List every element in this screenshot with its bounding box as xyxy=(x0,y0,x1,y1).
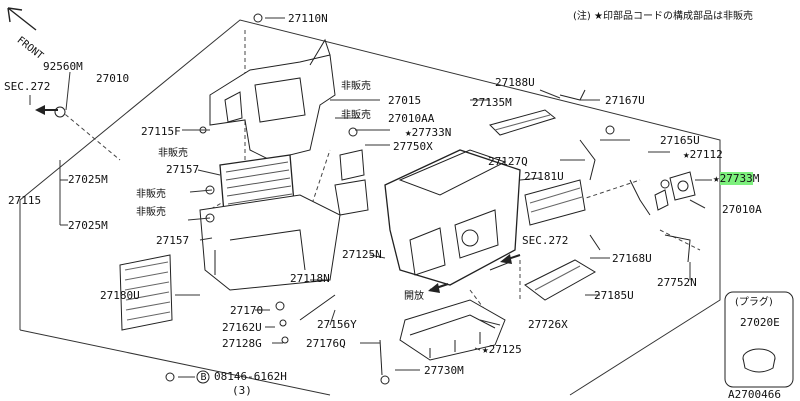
label-27181U: 27181U xyxy=(524,170,564,183)
direction-arrows xyxy=(35,105,521,293)
highlighted-part-number: 27733 xyxy=(719,172,753,185)
blower-case-part xyxy=(384,149,521,286)
label-27015: 27015 xyxy=(388,94,422,107)
label-27125N: 27125N xyxy=(342,248,382,261)
label-27157-upper: 27157 xyxy=(166,163,200,176)
label-27110N: 27110N xyxy=(288,12,328,25)
label-27156Y: 27156Y xyxy=(317,318,357,331)
label-27157-lower: 27157 xyxy=(156,234,190,247)
label-27010: 27010 xyxy=(96,72,130,85)
label-92560M: 92560M xyxy=(43,60,83,73)
actuator-part xyxy=(334,127,369,216)
upper-duct-part xyxy=(209,38,336,161)
label-27025M-lower: 27025M xyxy=(68,219,108,232)
door-flap-lower-part xyxy=(524,259,596,301)
label-27730M: 27730M xyxy=(424,364,464,377)
assembly-frame xyxy=(19,19,721,396)
label-27010A: 27010A xyxy=(722,203,762,216)
screw-fasteners xyxy=(54,13,670,385)
label-08146-6162H: 08146-6162H xyxy=(214,370,287,383)
label-not-for-sale-4: 非販売 xyxy=(136,189,166,200)
label-27170: 27170 xyxy=(230,304,264,317)
label-27752N: 27752N xyxy=(657,276,697,289)
filter-part xyxy=(119,254,173,331)
label-27188U: 27188U xyxy=(495,76,535,89)
label-sec272-right: SEC.272 xyxy=(522,234,569,247)
label-27165U: 27165U xyxy=(660,134,700,147)
label-27020E: 27020E xyxy=(740,316,780,329)
label-27127Q: 27127Q xyxy=(488,155,528,168)
lower-tray-part xyxy=(399,299,506,361)
note-text: (注) ★印部品コードの構成部品は非販売 xyxy=(573,11,753,22)
bolt-mark-icon xyxy=(196,370,210,384)
label-27125: ★27125 xyxy=(482,343,522,356)
label-not-for-sale-2: 非販売 xyxy=(341,110,371,121)
label-27733N: ★27733N xyxy=(405,126,452,139)
door-flap-middle-part xyxy=(524,179,586,226)
label-27168U: 27168U xyxy=(612,252,652,265)
label-27726X: 27726X xyxy=(528,318,568,331)
label-27115F: 27115F xyxy=(141,125,181,138)
label-27180U: 27180U xyxy=(100,289,140,302)
label-27010AA: 27010AA xyxy=(388,112,435,125)
bolt-mark-letter: B xyxy=(200,372,207,383)
label-not-for-sale-1: 非販売 xyxy=(341,81,371,92)
part-leader-lines xyxy=(29,17,712,378)
star-mark: ★ xyxy=(713,172,720,185)
door-flap-upper-part xyxy=(489,109,557,136)
label-27128G: 27128G xyxy=(222,337,262,350)
reference-code: A2700466 xyxy=(728,388,781,401)
label-27185U: 27185U xyxy=(594,289,634,302)
label-27115: 27115 xyxy=(8,194,42,207)
label-27025M-upper: 27025M xyxy=(68,173,108,186)
label-08146-qty: (3) xyxy=(232,384,252,397)
label-27118N: 27118N xyxy=(290,272,330,285)
label-not-for-sale-3: 非販売 xyxy=(158,148,188,159)
motor-part xyxy=(654,171,696,211)
label-sec272-left: SEC.272 xyxy=(4,80,51,93)
plug-label: (プラグ) xyxy=(735,297,773,308)
part-suffix: M xyxy=(752,172,760,185)
label-27176Q: 27176Q xyxy=(306,337,346,350)
label-27733M: ★27733M xyxy=(713,172,759,185)
label-27112: ★27112 xyxy=(683,148,723,161)
label-27750X: 27750X xyxy=(393,140,433,153)
front-arrow-icon xyxy=(7,7,37,31)
label-27135M: 27135M xyxy=(472,96,512,109)
label-open: 開放 xyxy=(404,291,424,302)
label-27162U: 27162U xyxy=(222,321,262,334)
plug-inset-box xyxy=(724,291,794,388)
label-27167U: 27167U xyxy=(605,94,645,107)
label-not-for-sale-5: 非販売 xyxy=(136,207,166,218)
